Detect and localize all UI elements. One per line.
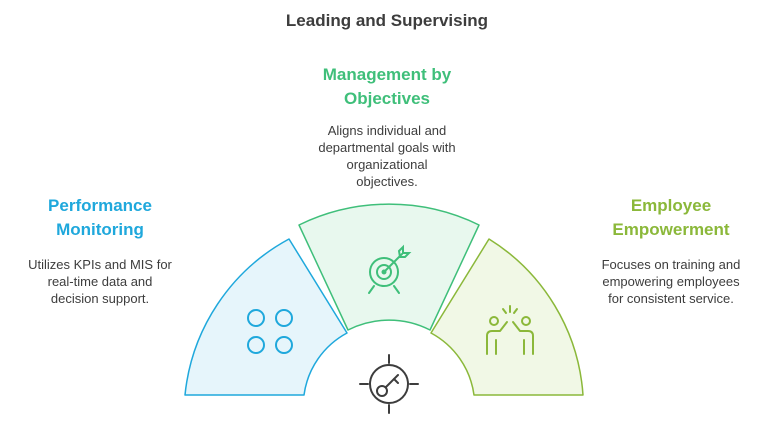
desc-performance-monitoring: Utilizes KPIs and MIS for real-time data… [10,256,190,307]
segment-employee-empowerment [430,238,584,396]
four-circles-icon [247,309,293,354]
diagram-title: Leading and Supervising [285,11,489,30]
heading-line: Objectives [344,89,430,108]
desc-line: Utilizes KPIs and MIS for [28,257,172,272]
desc-line: departmental goals with [318,140,456,155]
heading-management-by-objectives: Management by Objectives [287,63,487,111]
heading-line: Employee [630,196,712,215]
desc-management-by-objectives: Aligns individual and departmental goals… [287,122,487,190]
desc-line: decision support. [50,291,150,306]
heading-line: Management by [322,65,452,84]
heading-performance-monitoring: Performance Monitoring [10,194,190,242]
desc-line: real-time data and [47,274,153,289]
desc-line: for consistent service. [608,291,734,306]
target-arrow-icon [368,244,412,294]
high-five-icon [486,305,534,355]
heading-employee-empowerment: Employee Empowerment [576,194,766,242]
desc-line: empowering employees [602,274,740,289]
heading-line: Empowerment [612,220,730,239]
heading-line: Monitoring [56,220,144,239]
desc-employee-empowerment: Focuses on training and empowering emplo… [576,256,766,307]
segment-performance-monitoring [184,238,348,396]
desc-line: organizational [346,157,428,172]
desc-line: Aligns individual and [327,123,447,138]
desc-line: objectives. [356,174,418,189]
heading-line: Performance [48,196,152,215]
desc-line: Focuses on training and [601,257,741,272]
key-crosshair-icon [359,354,419,414]
